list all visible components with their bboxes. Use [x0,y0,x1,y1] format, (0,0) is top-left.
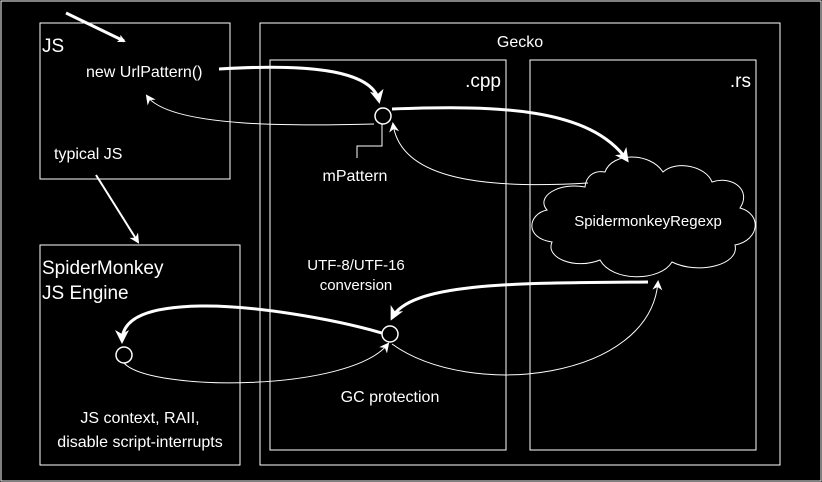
js-box [39,22,231,180]
gecko-title: Gecko [497,34,543,51]
mpattern-pointer [356,124,383,158]
regexp-return-arrow [389,122,589,186]
gc-protection-label: GC protection [341,389,440,406]
conversion-to-regexp-arrow [391,280,663,376]
conversion-to-engine-arrow [115,304,383,344]
mpattern-label: mPattern [323,168,388,185]
rs-box [529,59,757,451]
return-to-js-arrow [145,94,375,126]
cpp-title: .cpp [465,71,501,92]
rs-title: .rs [730,71,751,92]
spidermonkey-note-line2: disable script-interrupts [57,434,222,451]
gc-protection-arrow [123,342,390,384]
spidermonkey-box [39,244,241,466]
create-pattern-arrow [218,65,384,104]
spidermonkey-title-line1: SpiderMonkey [42,258,164,279]
conversion-label-line2: conversion [320,277,393,294]
cpp-box [269,59,507,451]
to-regexp-arrow [391,106,629,163]
spidermonkey-node [115,346,133,364]
conversion-node [381,325,399,343]
spidermonkey-title-line2: JS Engine [42,283,129,304]
typical-js-label: typical JS [54,146,122,163]
cloud-label: SpidermonkeyRegexp [574,213,722,230]
typical-js-arrow [95,174,140,244]
entry-arrow [65,11,126,43]
spidermonkey-regexp-cloud [531,156,756,278]
conversion-label-line1: UTF-8/UTF-16 [307,257,405,274]
regexp-to-conversion-arrow [390,280,649,321]
gecko-box [259,22,781,466]
new-urlpattern-label: new UrlPattern() [86,64,202,81]
mpattern-node [374,107,392,125]
spidermonkey-note-line1: JS context, RAII, [80,410,199,427]
js-box-title: JS [42,36,64,57]
